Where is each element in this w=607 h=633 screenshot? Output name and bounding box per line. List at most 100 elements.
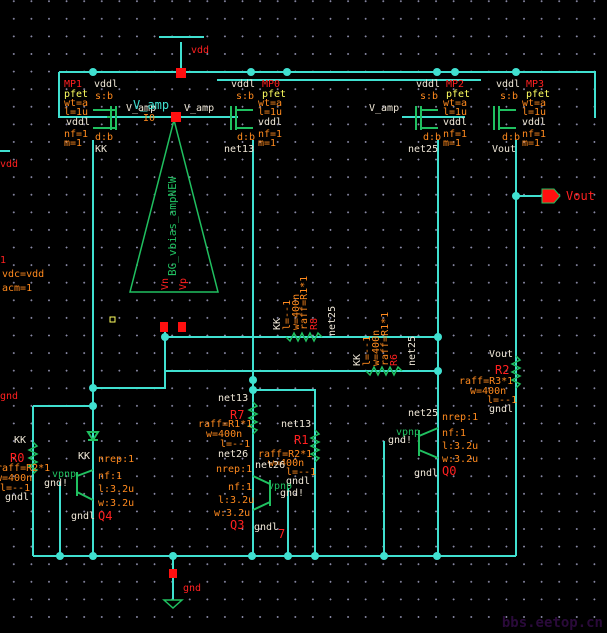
yellow-marker: [109, 316, 116, 323]
r2-l: l=--1: [487, 395, 518, 406]
r7-l: l=--1: [220, 439, 251, 450]
q4-nrep: nrep:1: [98, 454, 135, 465]
mp3-symbol: [493, 106, 516, 130]
q0-emitter: net25: [408, 408, 439, 419]
mp2-top: vddl: [416, 79, 441, 90]
mp3-type: pfet: [526, 89, 551, 100]
mp1-drain-net: KK: [95, 144, 108, 155]
q4-w: w:3.2u: [98, 498, 135, 509]
q3-base: gnd!: [280, 488, 305, 499]
mp1-name: MP1: [64, 79, 83, 90]
r0-w: w=400n: [0, 473, 33, 484]
q3-symbol: [252, 475, 271, 511]
q0-symbol: [418, 427, 439, 459]
left-gnd-label: gnd: [0, 391, 19, 402]
mp3-l: l=1u: [522, 107, 547, 118]
mp2-db: d:b: [423, 132, 442, 143]
r8-zigzag: [285, 331, 323, 343]
q3-nf: nf:1: [228, 482, 253, 493]
vdd-label: vdd: [191, 45, 210, 56]
opamp-gate-label-left: V_amp: [126, 103, 157, 114]
mp1-wt: wt=a: [64, 98, 89, 109]
opamp-out-net-label: V_amp: [133, 98, 170, 112]
left-one-label: 1: [0, 255, 7, 266]
mp2-l: l=1u: [443, 107, 468, 118]
mp1-l: l=1u: [64, 107, 89, 118]
mp0-top: vddl: [231, 79, 256, 90]
r7-zigzag: [247, 401, 259, 435]
r8-n2: net25: [327, 305, 338, 336]
q0-collector: gndl: [414, 468, 439, 479]
opamp-inst-label: I0: [143, 113, 156, 124]
mp1-top: vddl: [94, 79, 119, 90]
vout-pin-label[interactable]: Vout: [566, 189, 595, 203]
vdc-label: vdc=vdd: [2, 269, 45, 280]
mp2-gate: V_amp: [369, 103, 400, 114]
r6-n2: net25: [407, 335, 418, 366]
mp2-m: m=1: [443, 138, 462, 149]
r0-n1: KK: [14, 435, 27, 446]
mp1-m: m=1: [64, 138, 83, 149]
mp0-sb: s:b: [236, 91, 255, 102]
opamp-vn-label: Vn: [160, 277, 171, 290]
r8-name: R8: [309, 317, 320, 330]
q4-nf: nf:1: [98, 471, 123, 482]
r2-raff: raff=R3*1: [459, 376, 514, 387]
opamp-symbol: [129, 119, 219, 293]
r1-zigzag: [309, 429, 321, 463]
r2-w: w=400n: [470, 386, 507, 397]
q4-type: vpnp: [52, 469, 77, 480]
mp0-drain-net: net13: [224, 144, 255, 155]
q4-l: l:3.2u: [98, 484, 135, 495]
junction-dots: [56, 68, 520, 560]
wire-vn: [93, 330, 166, 389]
mp3-sb: s:b: [500, 91, 519, 102]
left-vdd-label: vdd: [0, 159, 19, 170]
mp1-bulk: vddl: [66, 117, 91, 128]
mp1-symbol: [93, 106, 117, 130]
r2-zigzag: [510, 355, 522, 389]
q0-name: Q0: [442, 464, 457, 478]
q0-type: vpnp: [396, 427, 421, 438]
vdd-pin-marker: [176, 68, 186, 78]
mp3-top: vddl: [496, 79, 521, 90]
gnd-symbol: [162, 599, 184, 610]
mp2-type: pfet: [446, 89, 471, 100]
gnd-pin-marker: [169, 569, 177, 578]
r0-l: l=--1: [0, 483, 31, 494]
mp3-m: m=1: [522, 138, 541, 149]
mp3-drain-net: Vout: [492, 144, 517, 155]
acm-label: acm=1: [2, 283, 33, 294]
r7-name: R7: [230, 408, 245, 422]
mp2-sb: s:b: [420, 91, 439, 102]
mp0-wt: wt=a: [258, 98, 283, 109]
mp0-m: m=1: [258, 138, 277, 149]
mp2-nf: nf=1: [443, 129, 468, 140]
mp1-type: pfet: [64, 89, 89, 100]
mp2-drain-net: net25: [408, 144, 439, 155]
mp1-sb: s:b: [95, 91, 114, 102]
q0-w: w:3.2u: [442, 454, 479, 465]
r7-n1: net13: [218, 393, 249, 404]
diode-symbol: [86, 431, 100, 442]
r2-n2: gndl: [489, 404, 514, 415]
q0-nrep: nrep:1: [442, 412, 479, 423]
opamp-name: BG_vbias_ampNEW: [166, 176, 179, 276]
r7-w: w=400n: [206, 429, 243, 440]
mp0-l: l=1u: [258, 107, 283, 118]
r2-n1: Vout: [489, 349, 514, 360]
q3-collector: gndl: [254, 522, 279, 533]
vout-pin-shape: [541, 188, 561, 204]
r6-zigzag: [365, 365, 403, 377]
q0-base: gnd!: [388, 435, 413, 446]
wire-mp1-left: [58, 72, 120, 118]
q3-extra: 7: [278, 527, 286, 541]
q4-collector: gndl: [71, 511, 96, 522]
q3-emitter: net26: [255, 460, 286, 471]
mp2-symbol: [415, 106, 438, 130]
mp3-name: MP3: [526, 79, 545, 90]
gnd-label: gnd: [183, 583, 202, 594]
r1-l: l=--1: [286, 467, 317, 478]
